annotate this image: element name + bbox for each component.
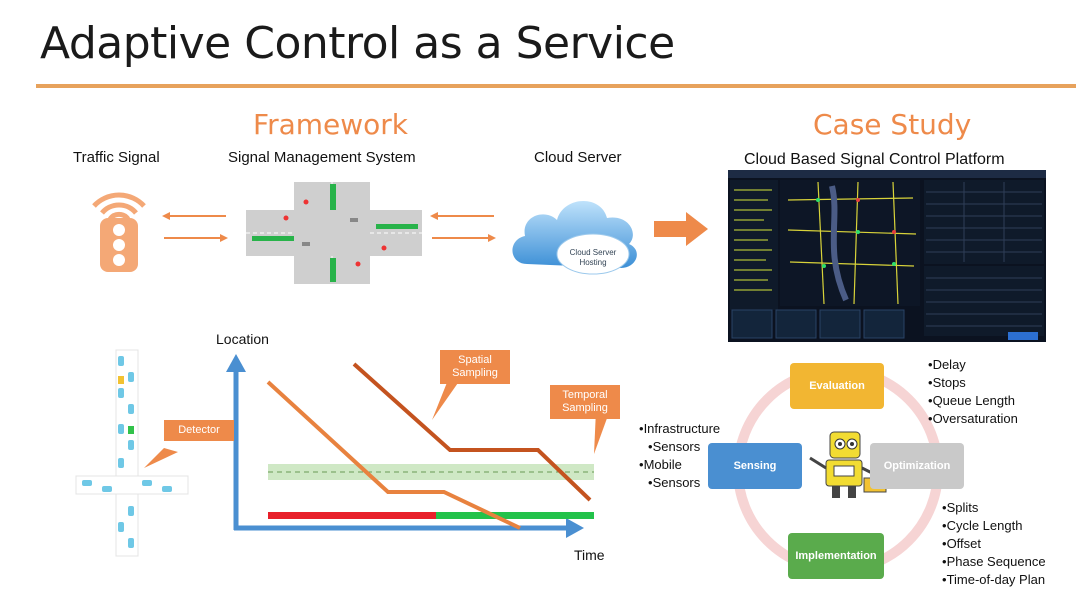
optimization-box: Optimization: [870, 443, 964, 489]
temporal-line1: Temporal: [562, 389, 608, 401]
right-arrow-icon: [654, 212, 708, 246]
spatial-line2: Sampling: [452, 367, 498, 379]
evaluation-metric-item: Oversaturation: [928, 410, 1018, 428]
signal-management-label: Signal Management System: [228, 149, 416, 166]
cloud-server-label: Cloud Server: [534, 149, 622, 166]
platform-subtitle: Cloud Based Signal Control Platform: [744, 151, 1005, 168]
y-axis-label: Location: [216, 331, 269, 347]
evaluation-metrics-list: Delay Stops Queue Length Oversaturation: [928, 356, 1018, 428]
platform-screenshot: [728, 170, 1046, 342]
spatial-sampling-callout: Spatial Sampling: [440, 350, 510, 384]
sensing-input-continuation: Sensors: [639, 474, 720, 492]
intersection-map-icon: [246, 182, 422, 284]
slide-title: Adaptive Control as a Service: [40, 18, 675, 69]
implementation-box: Implementation: [788, 533, 884, 579]
optimization-output-item: Phase Sequence: [942, 553, 1046, 571]
sensing-input-continuation: Sensors: [639, 438, 720, 456]
x-axis-label: Time: [574, 547, 605, 563]
title-divider: [36, 84, 1076, 88]
cloud-hosting-text: Cloud Server Hosting: [563, 248, 623, 268]
sensing-input-item-cont: Sensors: [652, 439, 701, 454]
evaluation-metric-item: Delay: [928, 356, 1018, 374]
framework-heading: Framework: [253, 108, 408, 141]
evaluation-metric-item: Stops: [928, 374, 1018, 392]
cloud-to-sms-arrows: [430, 212, 496, 242]
sms-to-signal-arrows: [162, 212, 228, 242]
sensing-inputs-list: Infrastructure Sensors Mobile Sensors: [639, 420, 721, 492]
optimization-outputs-list: Splits Cycle Length Offset Phase Sequenc…: [942, 499, 1046, 589]
optimization-output-item: Splits: [942, 499, 1046, 517]
evaluation-box: Evaluation: [790, 363, 884, 409]
sensing-input-item-cont: Sensors: [652, 475, 701, 490]
traffic-signal-label: Traffic Signal: [73, 149, 160, 166]
temporal-line2: Sampling: [562, 402, 608, 414]
cloud-text-line2: Hosting: [579, 258, 607, 267]
optimization-output-item: Time-of-day Plan: [942, 571, 1046, 589]
case-study-heading: Case Study: [813, 108, 972, 141]
optimization-output-item: Cycle Length: [942, 517, 1046, 535]
sensing-input-item: Mobile: [639, 456, 720, 474]
traffic-signal-icon: [92, 192, 146, 272]
detector-callout: Detector: [164, 420, 234, 441]
cloud-text-line1: Cloud Server: [569, 248, 617, 257]
cloud-server-icon: [512, 200, 637, 275]
optimization-output-item: Offset: [942, 535, 1046, 553]
sensing-box: Sensing: [708, 443, 802, 489]
sensing-input-item: Infrastructure: [639, 420, 721, 438]
temporal-sampling-callout: Temporal Sampling: [550, 385, 620, 419]
spatial-line1: Spatial: [458, 354, 492, 366]
evaluation-metric-item: Queue Length: [928, 392, 1018, 410]
time-space-diagram: [75, 349, 610, 557]
